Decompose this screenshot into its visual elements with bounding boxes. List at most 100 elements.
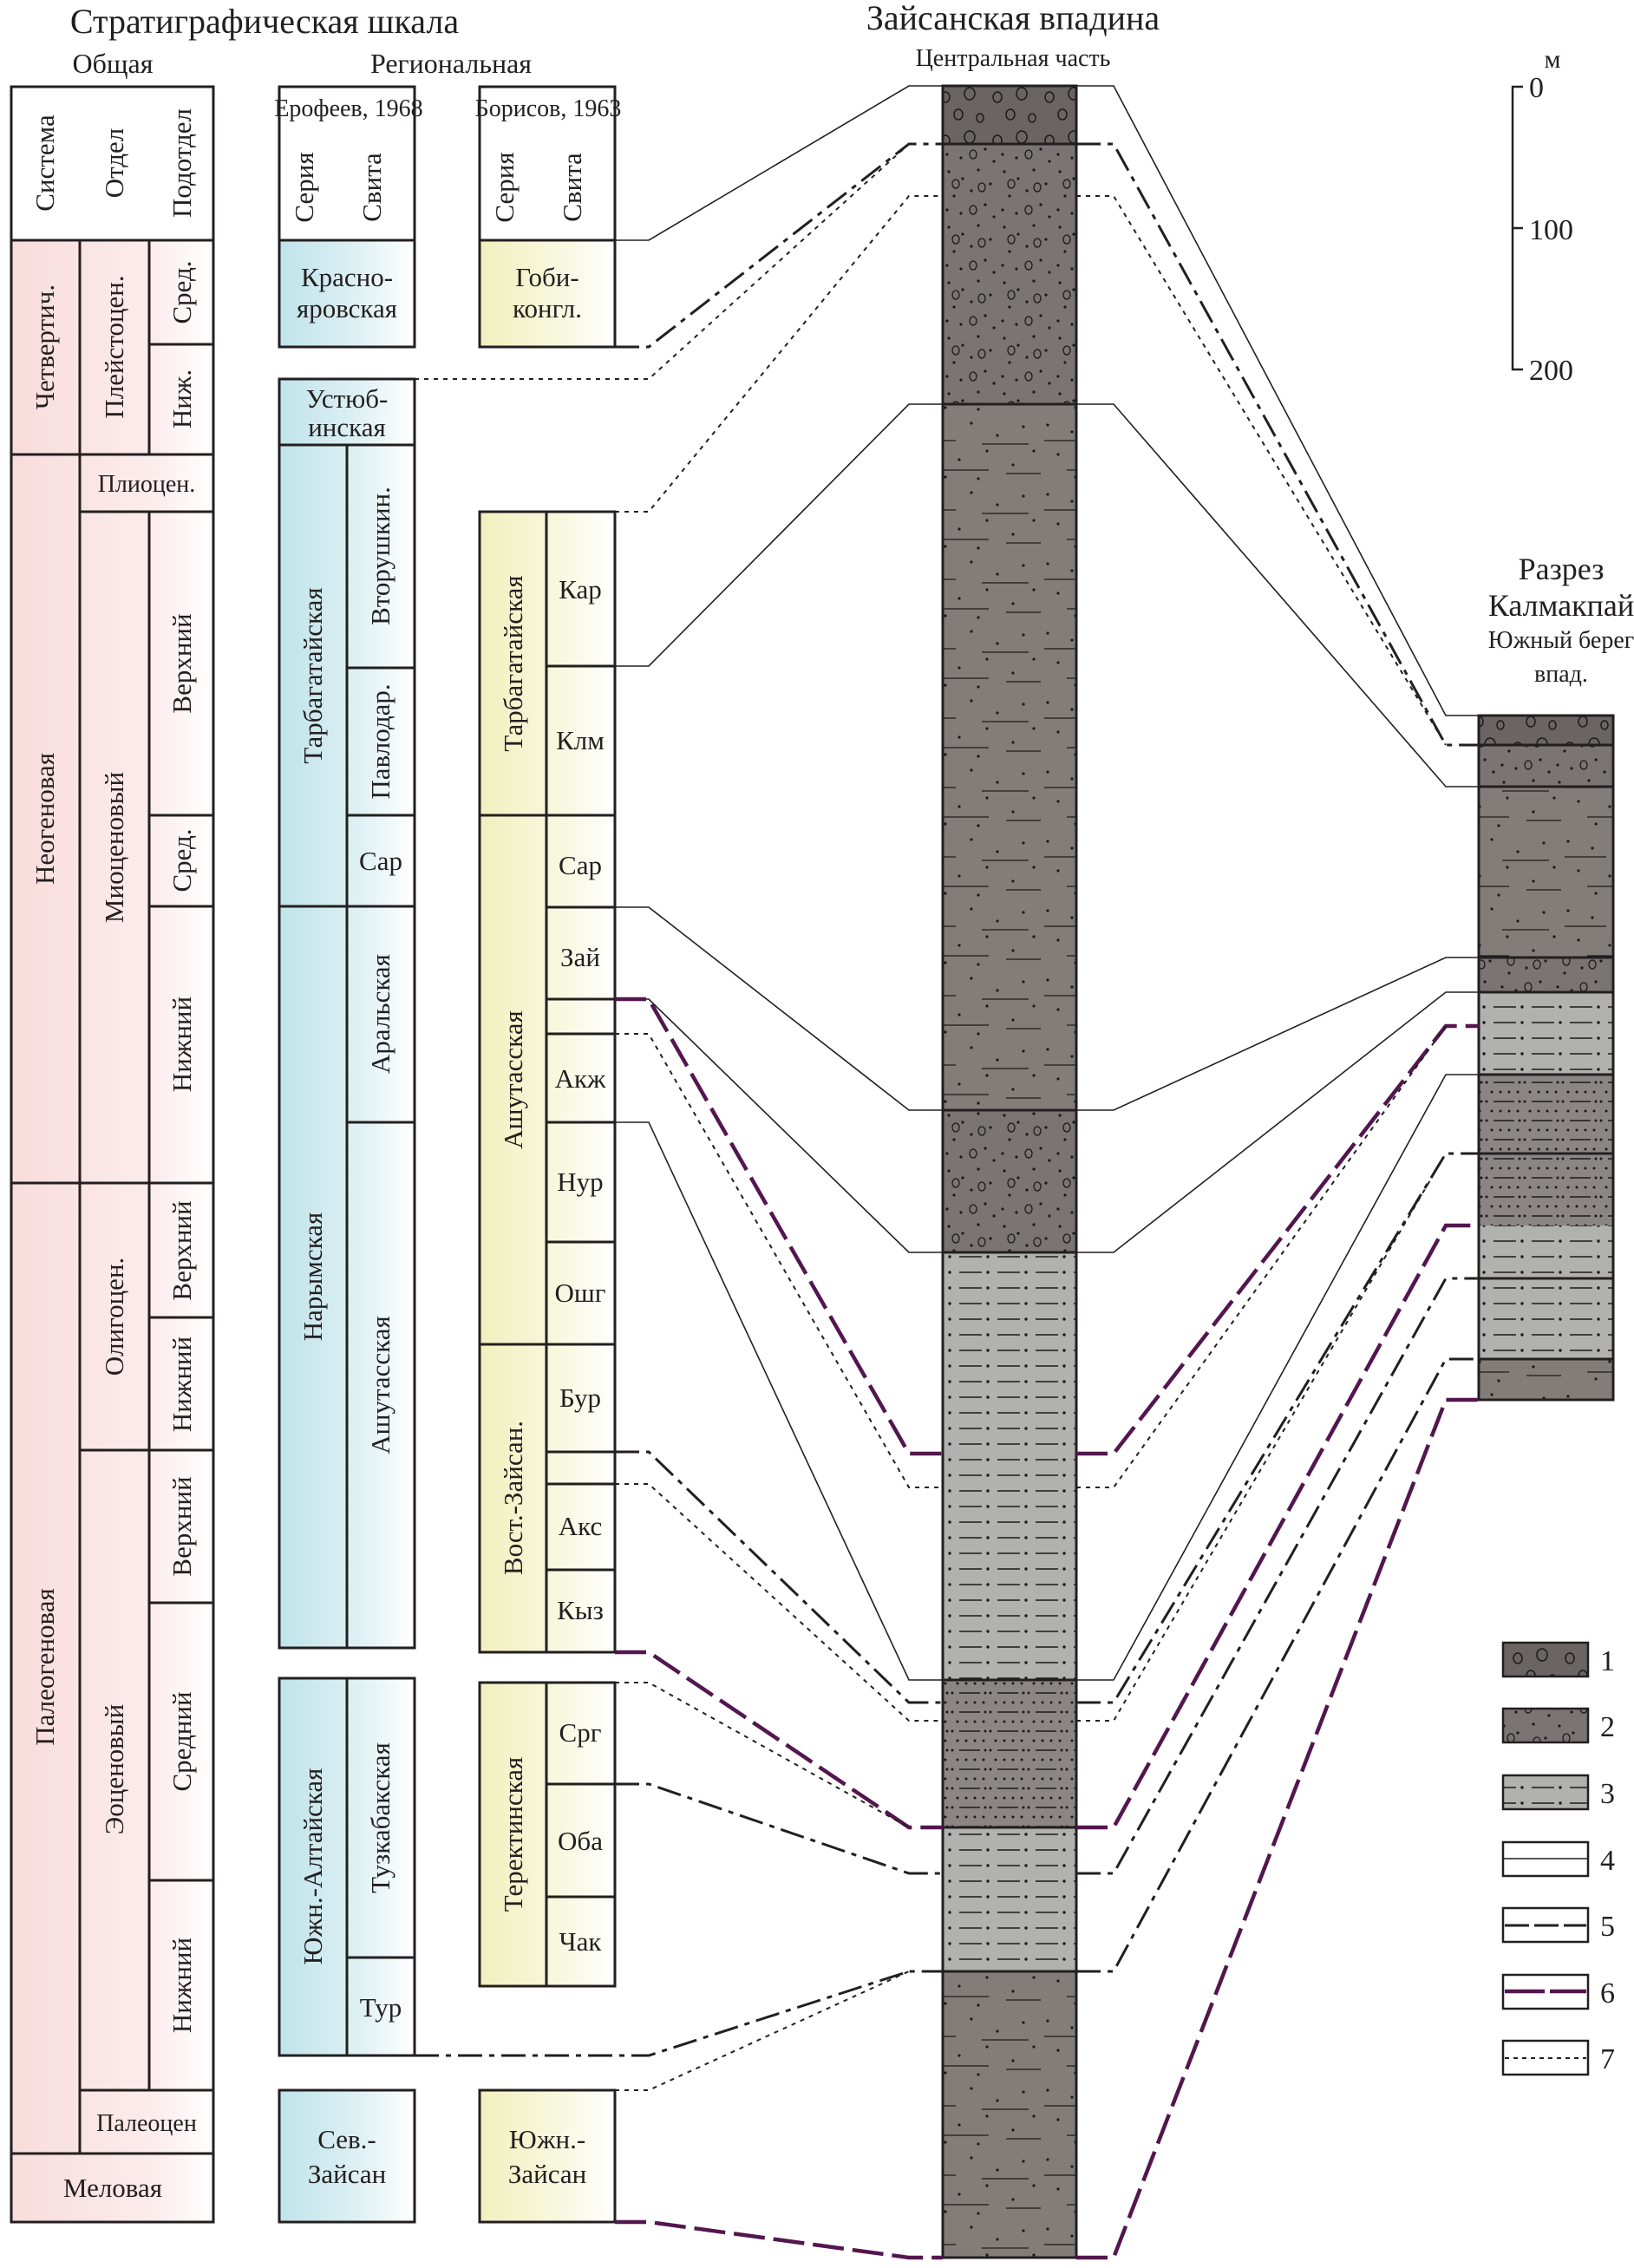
subseries-eoc-lower: Нижний [167, 1938, 197, 2033]
legend-label-3: 3 [1600, 1778, 1615, 1810]
erofeev-header-series: Серия [289, 152, 319, 222]
erofeev-ustyubinskaya: Устюб-инская [306, 383, 389, 442]
erofeev-yuzh-altai: Южн.-Алтайская [297, 1768, 328, 1965]
borisov-oshg: Ошг [555, 1278, 606, 1308]
erofeev-krasnoyarovskaya: Красно-яровская [297, 262, 397, 324]
scale-unit: м [1545, 45, 1561, 74]
borisov-aks: Акс [559, 1511, 602, 1541]
correlation-lines-right [1076, 85, 1479, 2260]
legend-label-6: 6 [1600, 1977, 1615, 2010]
borisov-oba: Оба [558, 1826, 603, 1856]
erofeev-tur: Тур [360, 1992, 402, 2023]
borisov-akzh: Акж [555, 1063, 606, 1094]
borisov-srg: Срг [559, 1717, 602, 1748]
system-paleogene: Палеогеновая [29, 1588, 60, 1746]
erofeev-tuzkabak: Тузкабакская [365, 1742, 395, 1893]
layer-sandstone-lower [943, 1971, 1076, 2258]
layer-silt [943, 1680, 1076, 1827]
layer-gravel-sandstone-mid [943, 1110, 1076, 1252]
general-scale-title: Общая [73, 48, 154, 79]
borisov-header-series: Серия [489, 152, 520, 222]
legend-label-5: 5 [1600, 1911, 1615, 1943]
regional-scale-title: Региональная [370, 48, 532, 79]
borisov-author: Борисов, 1963 [475, 95, 622, 122]
kalmakpai-title-1: Разрез [1519, 552, 1605, 586]
subseries-mio-middle: Сред. [167, 828, 197, 892]
erofeev-sar: Сар [359, 846, 402, 876]
subseries-quat-middle: Сред. [167, 260, 197, 324]
borisov-kar: Кар [559, 574, 602, 605]
layer-conglomerate-top [943, 86, 1076, 144]
legend-swatch-gravel-sandstone [1501, 1707, 1590, 1744]
kalmakpai-lithology-column [1477, 714, 1615, 1402]
kalmakpai-title-2: Калмакпай [1488, 588, 1634, 623]
system-quaternary: Четвертич. [29, 284, 60, 409]
scale-tick-200: 200 [1529, 355, 1573, 387]
legend-label-2: 2 [1600, 1711, 1615, 1743]
erofeev-ashutas: Ашутасская [365, 1316, 395, 1454]
borisov-klm: Клм [556, 725, 605, 755]
legend: 1 2 3 4 5 6 7 [1501, 1641, 1615, 2076]
layer-sandstone-upper [943, 404, 1076, 1110]
series-paleocene: Палеоцен [96, 2110, 197, 2137]
series-oligocene: Олигоцен. [99, 1258, 129, 1376]
series-pleistocene: Плейстоцен. [99, 275, 129, 418]
subseries-olig-lower: Нижний [167, 1337, 197, 1432]
subseries-mio-lower: Нижний [167, 997, 197, 1092]
legend-label-7: 7 [1600, 2043, 1615, 2075]
borisov-header-suite: Свита [557, 153, 587, 222]
erofeev-column [278, 85, 416, 2224]
layer-gravel-sandstone [943, 144, 1076, 404]
legend-label-4: 4 [1600, 1845, 1615, 1877]
erofeev-tarbagatai: Тарбагатайская [297, 587, 328, 763]
borisov-zai: Зай [560, 942, 600, 972]
borisov-yuzh-zaisan: Южн.-Зайсан [508, 2124, 586, 2189]
subseries-quat-lower: Ниж. [167, 369, 197, 428]
erofeev-narym: Нарымская [297, 1212, 328, 1341]
series-miocene: Миоценовый [99, 772, 129, 923]
erofeev-header-suite: Свита [356, 153, 387, 222]
borisov-gobi: Гоби-конгл. [513, 262, 582, 324]
erofeev-pavlodar: Павлодар. [365, 683, 395, 799]
borisov-column [478, 85, 617, 2224]
layer-clay-lower [943, 1827, 1076, 1971]
kalmakpai-subtitle-1: Южный берег [1488, 627, 1634, 654]
header-subseries: Подотдел [167, 108, 197, 218]
scale-tick-100: 100 [1529, 214, 1573, 246]
series-eocene: Эоценовый [99, 1704, 129, 1834]
depth-scale-bar: м 0 100 200 [1511, 45, 1573, 387]
basin-title: Зайсанская впадина [866, 0, 1160, 37]
subseries-olig-upper: Верхний [167, 1200, 197, 1300]
borisov-vost-zaisan: Вост.-Зайсан. [498, 1421, 528, 1575]
borisov-kyz: Кыз [557, 1595, 604, 1625]
subseries-eoc-upper: Верхний [167, 1476, 197, 1576]
erofeev-author: Ерофеев, 1968 [274, 95, 422, 122]
header-system: Система [29, 114, 60, 212]
general-scale-table [10, 85, 215, 2224]
subseries-eoc-middle: Средний [167, 1691, 197, 1791]
layer-clay-upper [943, 1252, 1076, 1680]
scale-tick-0: 0 [1529, 72, 1544, 104]
system-cretaceous: Меловая [63, 2173, 162, 2203]
erofeev-vtorushkin: Вторушкин. [365, 487, 395, 625]
borisov-chak: Чак [559, 1926, 603, 1957]
legend-swatch-conglomerate [1501, 1641, 1590, 1678]
borisov-sar: Сар [559, 850, 602, 880]
borisov-nur: Нур [557, 1167, 603, 1197]
header-series: Отдел [99, 128, 129, 199]
borisov-terekta: Теректинская [498, 1757, 528, 1912]
erofeev-aral: Аральская [365, 954, 395, 1074]
kalmakpai-subtitle-2: впад. [1534, 661, 1588, 688]
borisov-bur: Бур [559, 1382, 601, 1413]
erofeev-sev-zaisan: Сев.-Зайсан [308, 2124, 386, 2189]
central-lithology-column [941, 84, 1078, 2259]
correlation-lines-left [415, 85, 943, 2260]
system-neogene: Неогеновая [29, 753, 60, 885]
borisov-ashutas: Ашутасская [498, 1010, 528, 1149]
series-pliocene: Плиоцен. [98, 471, 196, 498]
subseries-mio-upper: Верхний [167, 613, 197, 713]
basin-subtitle: Центральная часть [916, 45, 1111, 72]
borisov-tarbagatai: Тарбагатайская [498, 575, 528, 751]
legend-label-1: 1 [1600, 1645, 1615, 1677]
